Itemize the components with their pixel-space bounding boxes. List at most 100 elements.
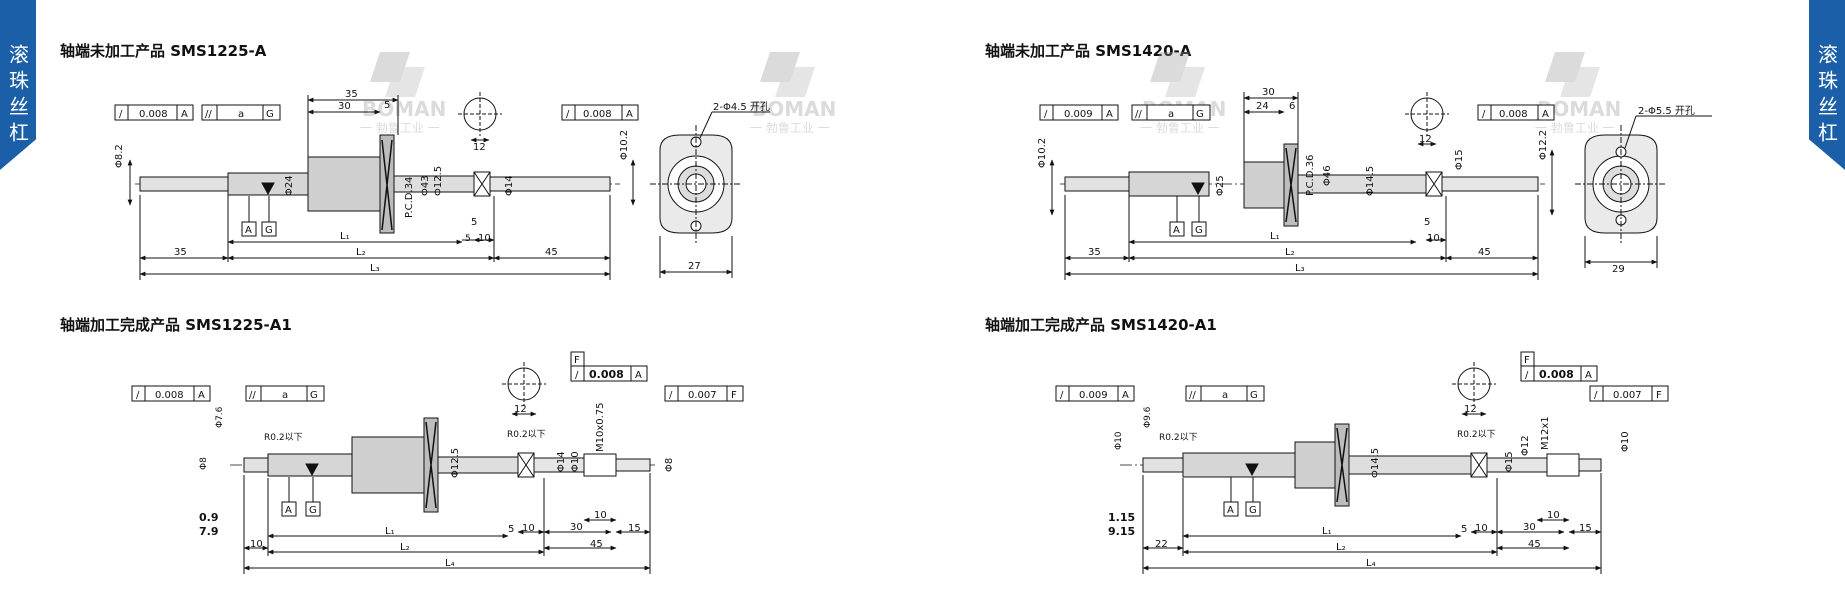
svg-text:0.008: 0.008 — [1499, 109, 1528, 120]
svg-text:0.9: 0.9 — [199, 511, 219, 524]
svg-text:P.C.D.34: P.C.D.34 — [404, 177, 415, 218]
svg-text:10: 10 — [1475, 523, 1488, 534]
svg-text:L₄: L₄ — [445, 558, 455, 569]
svg-text:5: 5 — [465, 234, 471, 244]
svg-text:M10x0.75: M10x0.75 — [595, 402, 606, 452]
panel3-tol4: / 0.007 F — [664, 385, 744, 402]
panel2-drawing: / 0.009 A // a G / 0.008 A A G 30 24 6 — [1037, 87, 1712, 280]
svg-text:A: A — [1585, 370, 1592, 381]
svg-text:Φ14: Φ14 — [556, 451, 567, 472]
watermark-en: BOMAN — [362, 97, 446, 121]
svg-text:30: 30 — [338, 101, 351, 112]
svg-text:Φ10: Φ10 — [1114, 431, 1124, 450]
svg-text:Φ14.5: Φ14.5 — [1370, 448, 1381, 478]
svg-text:L₄: L₄ — [1366, 558, 1376, 569]
svg-text:35: 35 — [1088, 247, 1101, 258]
svg-text:L₂: L₂ — [1285, 247, 1295, 258]
svg-text:L₁: L₁ — [1322, 526, 1332, 537]
panel3-tol1: / 0.008 A — [131, 385, 211, 402]
svg-text:1.15: 1.15 — [1108, 511, 1135, 524]
svg-text:45: 45 — [590, 539, 603, 550]
svg-text:Φ43: Φ43 — [420, 175, 431, 196]
svg-text:L₁: L₁ — [385, 526, 395, 537]
svg-text:Φ24: Φ24 — [284, 175, 295, 196]
panel3-title: 轴端加工完成产品 SMS1225-A1 — [60, 316, 292, 334]
panel4-tol3: F / 0.008 A — [1520, 351, 1598, 382]
svg-text:M12x1: M12x1 — [1540, 416, 1551, 450]
svg-text:22: 22 — [1155, 539, 1168, 550]
panel1-flange-view: 2-Φ4.5 开孔 27 — [650, 101, 770, 278]
svg-text:A: A — [1106, 109, 1113, 120]
svg-text:12: 12 — [1464, 404, 1477, 415]
svg-text:/: / — [1482, 109, 1486, 120]
svg-text:Φ10: Φ10 — [570, 451, 581, 472]
svg-text:9.15: 9.15 — [1108, 525, 1135, 538]
svg-text:G: G — [1250, 390, 1258, 401]
svg-text:G: G — [1195, 225, 1203, 236]
panel1-tol3: / 0.008 A — [561, 104, 639, 121]
svg-text:/: / — [119, 109, 123, 120]
svg-text:F: F — [574, 355, 580, 366]
svg-text:/: / — [1594, 390, 1598, 401]
svg-text:/: / — [1044, 109, 1048, 120]
svg-text:Φ14.5: Φ14.5 — [1365, 166, 1376, 196]
svg-text:27: 27 — [688, 261, 701, 272]
svg-text:A: A — [1227, 505, 1234, 516]
side-tab-right: 滚珠丝杠 — [1809, 0, 1845, 170]
svg-text:a: a — [1222, 390, 1228, 401]
panel1-tol2: // a G — [201, 104, 281, 121]
svg-text:5: 5 — [384, 100, 390, 111]
panel4-drawing: / 0.009 A // a G F / 0.008 A / 0.007 F — [1055, 351, 1669, 574]
svg-text:a: a — [1168, 109, 1174, 120]
svg-text:L₁: L₁ — [340, 231, 350, 242]
svg-text:R0.2以下: R0.2以下 — [1457, 430, 1496, 440]
svg-text:a: a — [238, 109, 244, 120]
svg-text:Φ10.2: Φ10.2 — [619, 130, 630, 160]
svg-text:L₂: L₂ — [1336, 542, 1346, 553]
svg-text:30: 30 — [570, 522, 583, 533]
panel4-tol2: // a G — [1185, 385, 1265, 402]
svg-text:10: 10 — [594, 510, 607, 521]
svg-text:Φ8: Φ8 — [664, 458, 675, 472]
svg-text:Φ7.6: Φ7.6 — [215, 406, 225, 428]
svg-text:15: 15 — [1579, 523, 1592, 534]
svg-text:P.C.D.36: P.C.D.36 — [1305, 155, 1316, 196]
svg-text:5: 5 — [508, 524, 514, 535]
panel4-tol1: / 0.009 A — [1055, 385, 1135, 402]
side-tab-left: 滚珠丝杠 — [0, 0, 36, 170]
svg-text:a: a — [282, 390, 288, 401]
svg-text:G: G — [309, 505, 317, 516]
svg-text:0.008: 0.008 — [1539, 368, 1574, 381]
svg-text:/: / — [566, 109, 570, 120]
watermark-cn: 一 勃鲁工业 一 — [360, 121, 440, 135]
svg-text:R0.2以下: R0.2以下 — [1159, 433, 1198, 443]
panel2-tol1: / 0.009 A — [1039, 104, 1119, 121]
panel2-tol3: / 0.008 A — [1477, 104, 1555, 121]
svg-text:0.007: 0.007 — [688, 390, 717, 401]
svg-text:Φ12: Φ12 — [1520, 435, 1531, 456]
svg-text://: // — [1189, 390, 1196, 401]
svg-text:35: 35 — [345, 89, 358, 100]
svg-text:30: 30 — [1262, 87, 1275, 98]
svg-text://: // — [1135, 109, 1142, 120]
svg-text:10: 10 — [1547, 510, 1560, 521]
svg-text:10: 10 — [250, 539, 263, 550]
svg-text:A: A — [1122, 390, 1129, 401]
svg-text:/: / — [575, 370, 579, 381]
svg-text:Φ8.2: Φ8.2 — [114, 144, 125, 168]
svg-text:10: 10 — [522, 523, 535, 534]
svg-text:6: 6 — [1289, 101, 1295, 112]
svg-text:L₂: L₂ — [400, 542, 410, 553]
svg-text:Φ10.2: Φ10.2 — [1037, 138, 1048, 168]
svg-text:0.007: 0.007 — [1613, 390, 1642, 401]
svg-text:Φ15: Φ15 — [1504, 451, 1515, 472]
panel2-tol2: // a G — [1131, 104, 1211, 121]
svg-text:2-Φ5.5 开孔: 2-Φ5.5 开孔 — [1638, 105, 1695, 117]
svg-text:Φ12.2: Φ12.2 — [1538, 130, 1549, 160]
panel4-title: 轴端加工完成产品 SMS1420-A1 — [985, 316, 1217, 334]
svg-text:一 勃鲁工业 一: 一 勃鲁工业 一 — [1140, 121, 1220, 135]
svg-text:5: 5 — [471, 217, 477, 228]
svg-text:0.008: 0.008 — [583, 109, 612, 120]
svg-text:BOMAN: BOMAN — [752, 97, 836, 121]
